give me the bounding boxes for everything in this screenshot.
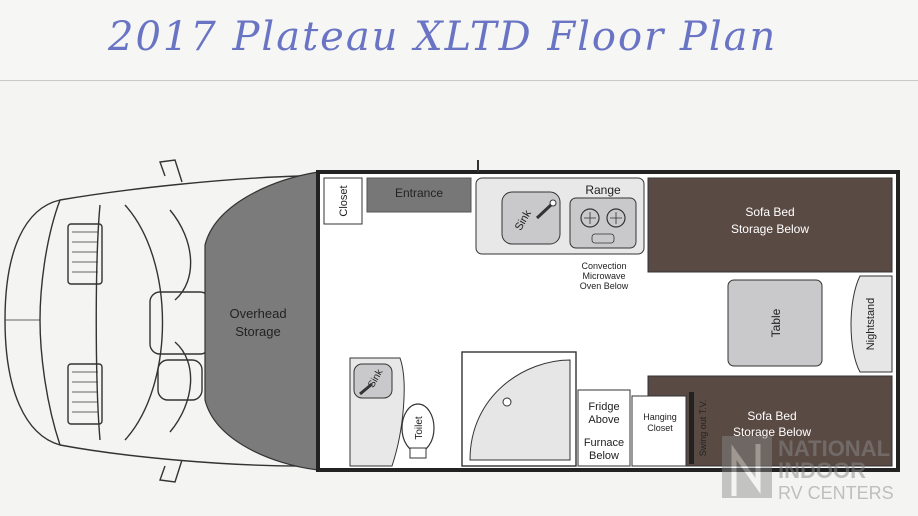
tv-mount — [689, 392, 694, 464]
sofa-bottom-label-2: Storage Below — [733, 425, 811, 439]
fridge-furnace — [577, 389, 631, 467]
sofa-top-label-2: Storage Below — [731, 222, 809, 236]
watermark-line2: INDOOR — [778, 458, 866, 483]
furnace-label-1: Furnace — [584, 437, 624, 449]
range-cooktop — [569, 197, 637, 249]
overhead-label-1: Overhead — [229, 306, 286, 321]
toilet-label: Toilet — [414, 416, 425, 440]
faucet-icon — [535, 202, 554, 220]
entrance — [366, 177, 472, 213]
microwave-label-1: Convection — [581, 261, 626, 271]
overhead-label-2: Storage — [235, 324, 281, 339]
tv-label: Swing out T.V. — [698, 400, 708, 457]
sofa-top-label-1: Sofa Bed — [745, 205, 794, 219]
fridge-label-2: Above — [588, 414, 619, 426]
fridge-label-1: Fridge — [588, 401, 619, 413]
galley-sink — [501, 191, 561, 245]
microwave-label-2: Microwave — [582, 271, 625, 281]
table — [727, 279, 823, 367]
hanging-label-2: Closet — [647, 423, 673, 433]
title-banner: 2017 Plateau XLTD Floor Plan — [0, 0, 918, 81]
hanging-label-1: Hanging — [643, 412, 677, 422]
overhead-storage — [204, 171, 319, 471]
sofa-bed-top — [647, 177, 893, 273]
shower-drain-icon — [502, 397, 512, 407]
sofa-bed-bottom — [647, 375, 893, 467]
van-cab — [4, 159, 301, 483]
watermark-line1: NATIONAL — [778, 436, 890, 461]
entrance-label: Entrance — [395, 186, 443, 200]
bath-faucet-icon — [359, 382, 373, 396]
nightstand — [850, 275, 893, 373]
nightstand-label: Nightstand — [865, 298, 877, 351]
hanging-closet — [631, 395, 687, 467]
closet — [323, 177, 363, 225]
closet-label: Closet — [338, 185, 350, 216]
microwave-label-3: Oven Below — [580, 281, 629, 291]
watermark-line3: RV CENTERS — [778, 483, 894, 503]
furnace-label-2: Below — [589, 450, 619, 462]
watermark-logo — [722, 436, 772, 498]
range-label: Range — [585, 183, 621, 197]
shower-pan — [469, 359, 571, 461]
table-label: Table — [769, 308, 783, 337]
sofa-bottom-label-1: Sofa Bed — [747, 409, 796, 423]
page-title: 2017 Plateau XLTD Floor Plan — [108, 14, 778, 60]
